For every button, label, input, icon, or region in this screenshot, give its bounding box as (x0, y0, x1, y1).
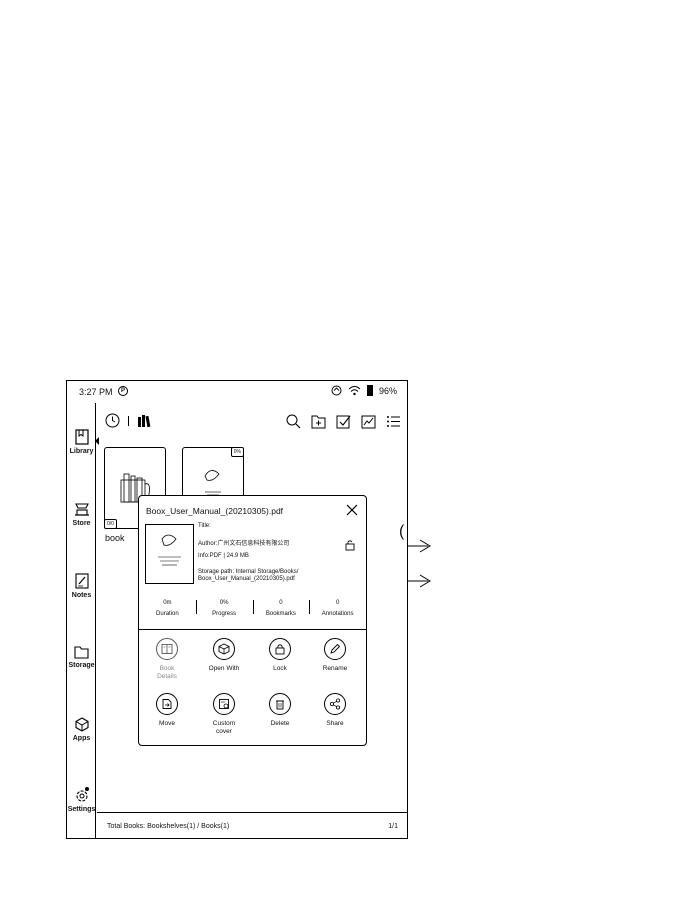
sidebar-item-label: Storage (68, 662, 95, 669)
book-count-badge: 0/0 (104, 519, 117, 529)
action-label: Share (326, 720, 344, 727)
stat-duration: 0m Duration (139, 596, 196, 629)
sidebar-item-label: Store (72, 520, 91, 527)
dialog-author: Author:广州文石信息科技有限公司 (198, 541, 290, 547)
delete-button[interactable]: Delete (252, 693, 308, 728)
lock-status-icon (345, 540, 355, 551)
trash-icon (269, 693, 291, 715)
storage-icon (74, 646, 89, 659)
recent-clock-icon[interactable] (105, 413, 120, 428)
book-name-label: book (105, 533, 125, 543)
stat-label: Annotations (321, 611, 354, 617)
book-details-icon (156, 638, 178, 660)
action-label: Open With (208, 665, 240, 672)
dialog-book-cover (145, 524, 194, 584)
dialog-storage-path: Storage path: Internal Storage/Books/ (198, 569, 299, 575)
dialog-file-info: Info:PDF | 24.9 MB (198, 553, 249, 559)
sidebar-item-settings[interactable]: Settings (67, 787, 96, 813)
action-label: Lock (273, 665, 287, 672)
custom-cover-icon (213, 693, 235, 715)
open-with-icon (213, 638, 235, 660)
partial-element: ( (399, 523, 405, 540)
library-footer: Total Books: Bookshelves(1) / Books(1) 1… (97, 812, 408, 839)
multi-select-icon[interactable] (336, 414, 351, 429)
stat-label: Bookmarks (265, 611, 296, 617)
stat-label: Progress (212, 611, 237, 617)
notification-icon: P (118, 386, 128, 396)
stat-label: Duration (156, 611, 179, 617)
share-button[interactable]: Share (307, 693, 363, 728)
action-label: Delete (270, 720, 290, 727)
notes-icon (74, 573, 89, 589)
action-label: Move (159, 720, 175, 727)
reading-stats: 0m Duration 0% Progress 0 Bookmarks 0 An… (139, 596, 366, 630)
sidebar-item-label: Notes (71, 592, 92, 599)
rename-button[interactable]: Rename (307, 638, 363, 673)
stat-value: 0 (279, 600, 283, 606)
bookshelf-icon[interactable] (137, 414, 151, 428)
total-books-summary: Total Books: Bookshelves(1) / Books(1) (107, 823, 230, 830)
sidebar-item-label: Settings (67, 806, 96, 813)
status-time: 3:27 PM (79, 387, 113, 397)
status-bar: 3:27 PM P 96% (67, 381, 407, 403)
stat-bookmarks: 0 Bookmarks (252, 596, 310, 629)
wifi-icon (348, 386, 361, 396)
page-indicator: 1/1 (388, 823, 398, 830)
move-icon (156, 693, 178, 715)
book-info-dialog: Boox_User_Manual_(20210305).pdf Title: A… (138, 495, 367, 746)
dialog-storage-path-file: Boox_User_Manual_(20210305).pdf (198, 576, 295, 582)
settings-notification-dot (85, 787, 89, 791)
device-screen: 3:27 PM P 96% Library Store Notes Storag… (66, 380, 408, 839)
sidebar-item-label: Library (69, 448, 94, 455)
store-icon (74, 503, 89, 516)
sidebar-item-label: Apps (72, 735, 91, 742)
lock-button[interactable]: Lock (252, 638, 308, 673)
stat-value: 0% (219, 600, 229, 606)
sidebar-item-storage[interactable]: Storage (67, 645, 96, 669)
close-icon[interactable] (346, 504, 358, 516)
search-icon[interactable] (286, 414, 301, 429)
sidebar-active-indicator (95, 437, 99, 445)
dialog-title-label: Title: (198, 523, 211, 529)
book-progress-badge: 0% (230, 447, 244, 457)
lock-icon (269, 638, 291, 660)
manual-cover-icon (158, 534, 181, 566)
sidebar-item-library[interactable]: Library (67, 429, 96, 455)
apps-icon (74, 717, 89, 732)
custom-cover-button[interactable]: Custom cover (196, 693, 252, 736)
list-view-icon[interactable] (386, 414, 401, 429)
dialog-file-name: Boox_User_Manual_(20210305).pdf (146, 506, 284, 516)
battery-percent: 96% (378, 385, 397, 396)
sidebar-item-store[interactable]: Store (67, 501, 96, 527)
action-label: cover (216, 728, 232, 735)
statistics-icon[interactable] (361, 414, 376, 429)
library-icon (74, 429, 89, 445)
action-label: Custom (212, 720, 236, 727)
stat-value: 0m (163, 600, 172, 606)
new-folder-icon[interactable] (311, 414, 326, 429)
toolbar-separator (128, 415, 129, 426)
book-details-button[interactable]: Book Details (139, 638, 195, 681)
battery-icon (366, 385, 373, 396)
stat-progress: 0% Progress (195, 596, 253, 629)
sidebar-item-apps[interactable]: Apps (67, 717, 96, 742)
stat-value: 0 (335, 600, 340, 606)
status-right: 96% (331, 385, 397, 396)
sidebar: Library Store Notes Storage Apps Setting… (67, 403, 99, 839)
toolbar-right (286, 414, 401, 429)
action-label: Details (157, 673, 177, 680)
toolbar-left (105, 413, 151, 428)
pencil-icon (324, 638, 346, 660)
settings-icon (75, 790, 88, 802)
action-label: Book (159, 665, 175, 672)
move-button[interactable]: Move (139, 693, 195, 728)
stat-annotations: 0 Annotations (309, 596, 366, 629)
open-with-button[interactable]: Open With (196, 638, 252, 673)
sidebar-item-notes[interactable]: Notes (67, 573, 96, 599)
action-label: Rename (322, 665, 348, 672)
share-icon (324, 693, 346, 715)
sync-icon (331, 385, 342, 396)
